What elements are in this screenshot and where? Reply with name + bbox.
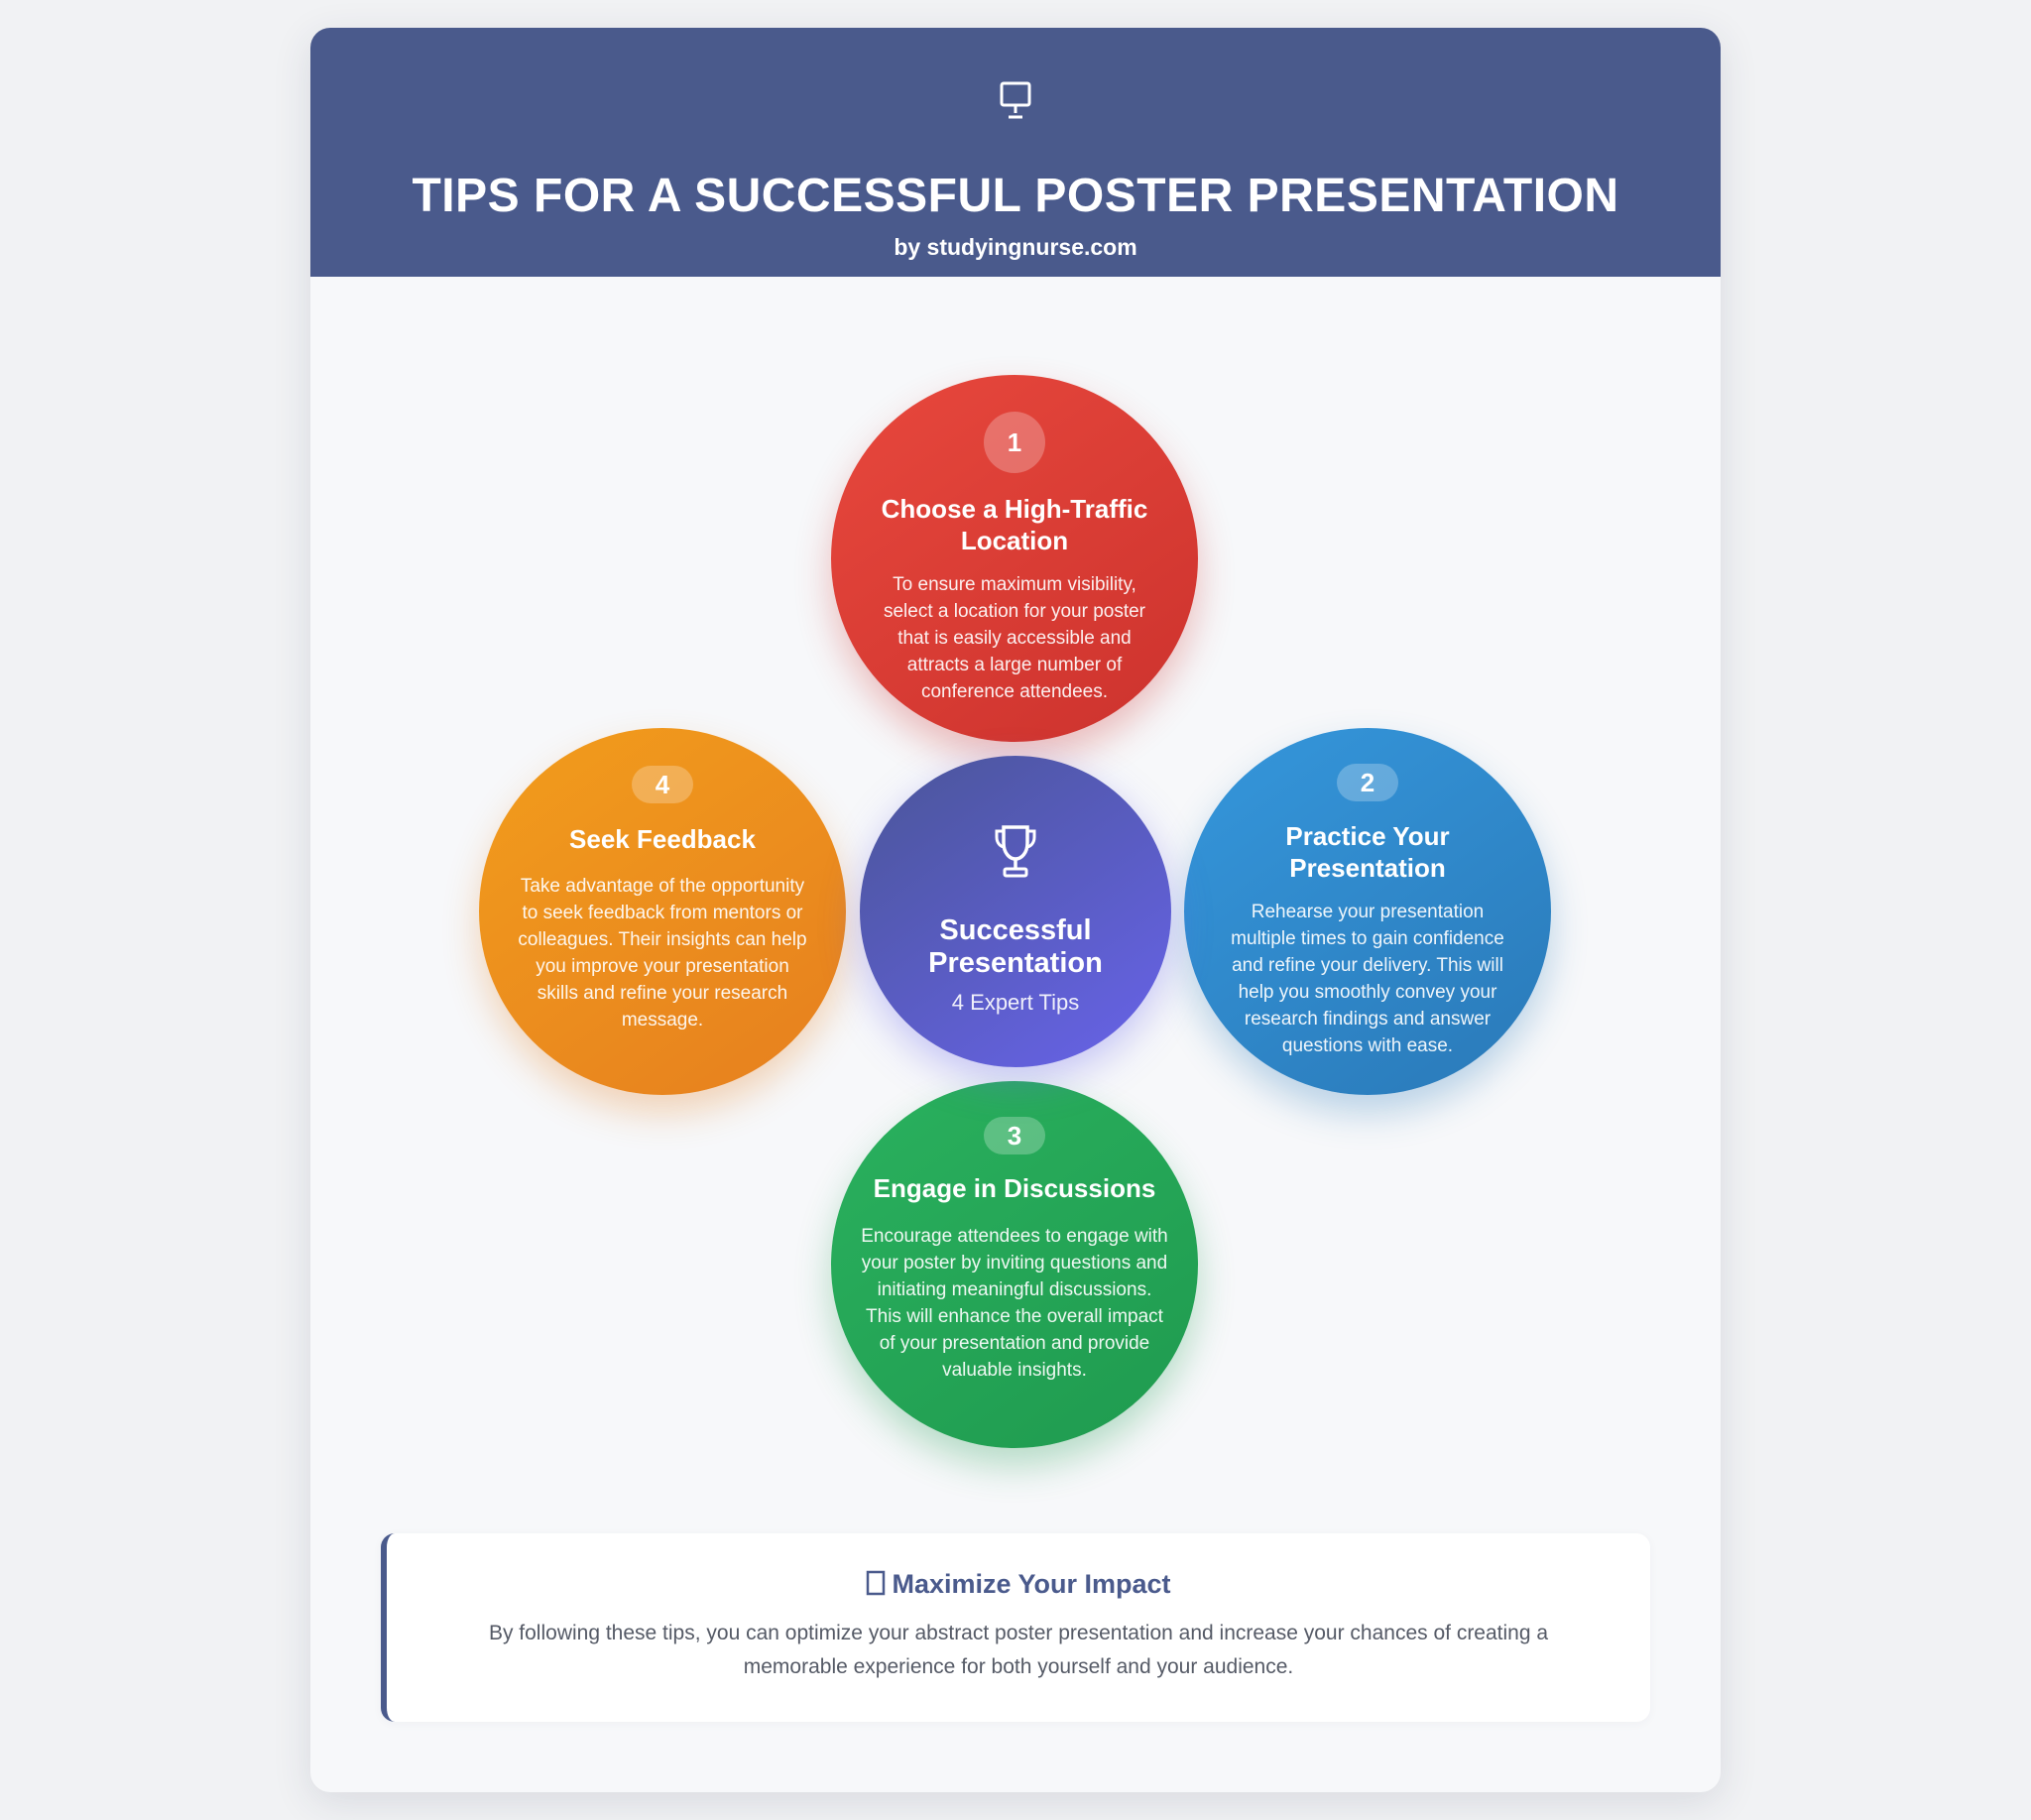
tip-description: Rehearse your presentation multiple time… <box>1231 902 1504 1056</box>
header-banner: TIPS FOR A SUCCESSFUL POSTER PRESENTATIO… <box>310 28 1721 277</box>
tip-circle-3: 3 Engage in Discussions Encourage attend… <box>831 1081 1198 1448</box>
tip-number-badge: 3 <box>984 1117 1045 1154</box>
page-title: TIPS FOR A SUCCESSFUL POSTER PRESENTATIO… <box>412 170 1619 222</box>
center-subtitle: 4 Expert Tips <box>951 990 1080 1015</box>
impact-callout: Maximize Your Impact By following these … <box>381 1533 1650 1722</box>
tip-circle-4: 4 Seek Feedback Take advantage of the op… <box>479 728 846 1095</box>
impact-heading: Maximize Your Impact <box>387 1567 1650 1601</box>
target-icon <box>866 1569 892 1599</box>
tip-number-badge: 1 <box>984 412 1045 473</box>
impact-text: By following these tips, you can optimiz… <box>488 1622 1549 1678</box>
tip-title: Seek Feedback <box>569 824 756 854</box>
tip-description: Take advantage of the opportunity to see… <box>518 876 807 1031</box>
tip-description: To ensure maximum visibility, select a l… <box>883 574 1146 702</box>
tip-title: Practice Your Presentation <box>1285 821 1450 883</box>
center-hub: Successful Presentation 4 Expert Tips <box>860 756 1171 1067</box>
page-subtitle: by studyingnurse.com <box>894 234 1137 260</box>
tip-description: Encourage attendees to engage with your … <box>861 1226 1168 1381</box>
trophy-icon <box>860 823 1171 879</box>
center-title: Successful Presentation <box>928 914 1103 979</box>
impact-title: Maximize Your Impact <box>892 1569 1171 1599</box>
tip-title: Engage in Discussions <box>873 1173 1156 1203</box>
presentation-icon <box>310 75 1721 119</box>
tip-circle-2: 2 Practice Your Presentation Rehearse yo… <box>1184 728 1551 1095</box>
tip-circle-1: 1 Choose a High-Traffic Location To ensu… <box>831 375 1198 742</box>
tip-number-badge: 4 <box>632 766 693 803</box>
tip-title: Choose a High-Traffic Location <box>881 494 1148 555</box>
tip-number-badge: 2 <box>1337 764 1398 801</box>
